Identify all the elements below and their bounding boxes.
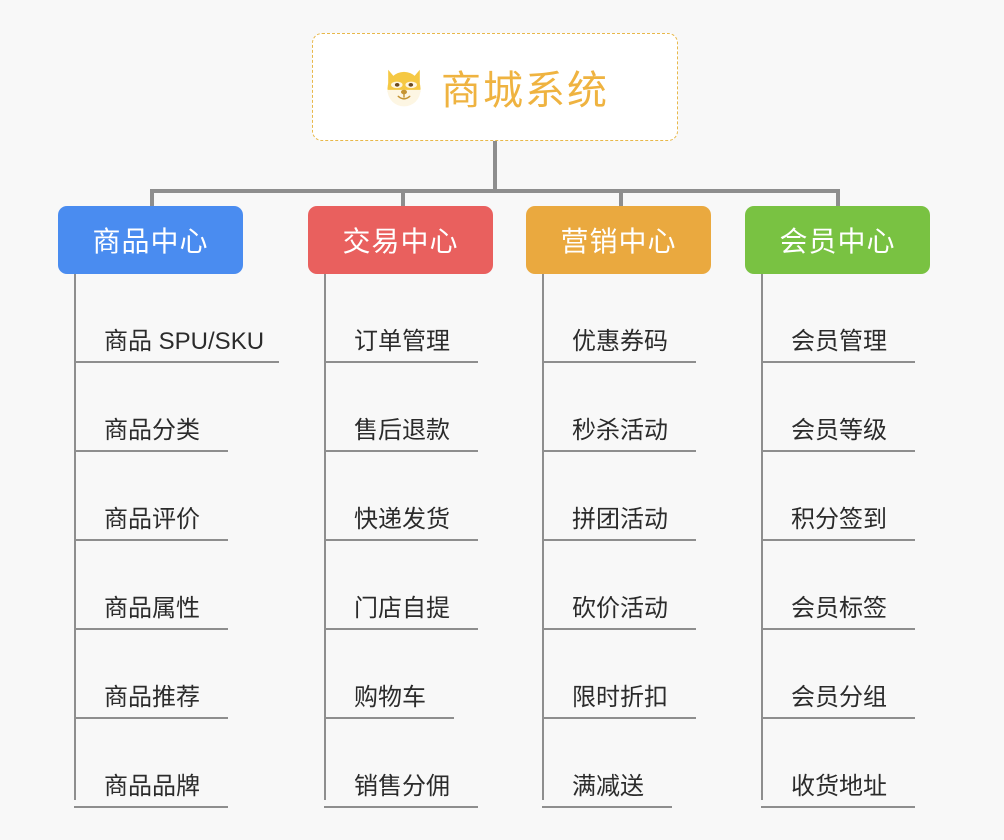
connector-drop-4 bbox=[836, 189, 840, 207]
root-node[interactable]: 商城系统 bbox=[312, 33, 678, 141]
leaf-item[interactable]: 积分签到 bbox=[761, 452, 915, 541]
connector-drop-1 bbox=[150, 189, 154, 207]
leaf-label: 拼团活动 bbox=[572, 505, 668, 533]
leaf-item[interactable]: 会员管理 bbox=[761, 274, 915, 363]
leaf-item[interactable]: 销售分佣 bbox=[324, 719, 478, 808]
leaf-label: 会员等级 bbox=[791, 416, 887, 444]
leaf-label: 订单管理 bbox=[354, 327, 450, 355]
leaf-label: 商品 SPU/SKU bbox=[104, 327, 265, 355]
branch-spine bbox=[324, 274, 326, 800]
leaf-item[interactable]: 快递发货 bbox=[324, 452, 478, 541]
branch-交易中心: 订单管理 售后退款 快递发货 门店自提 购物车 销售分佣 bbox=[324, 274, 524, 808]
category-label: 营销中心 bbox=[560, 226, 677, 257]
leaf-label: 满减送 bbox=[572, 772, 644, 800]
branch-spine bbox=[542, 274, 544, 800]
category-box-商品中心[interactable]: 商品中心 bbox=[58, 206, 243, 274]
leaf-label: 优惠券码 bbox=[572, 327, 668, 355]
leaf-label: 商品分类 bbox=[104, 416, 200, 444]
leaf-item[interactable]: 商品分类 bbox=[74, 363, 228, 452]
category-box-交易中心[interactable]: 交易中心 bbox=[308, 206, 493, 274]
root-title: 商城系统 bbox=[441, 69, 609, 113]
leaf-item[interactable]: 商品品牌 bbox=[74, 719, 228, 808]
leaf-item[interactable]: 砍价活动 bbox=[542, 541, 696, 630]
leaf-label: 会员分组 bbox=[791, 683, 887, 711]
branch-spine bbox=[74, 274, 76, 800]
leaf-label: 会员管理 bbox=[791, 327, 887, 355]
category-box-会员中心[interactable]: 会员中心 bbox=[745, 206, 930, 274]
leaf-item[interactable]: 商品推荐 bbox=[74, 630, 228, 719]
category-label: 商品中心 bbox=[92, 226, 209, 257]
leaf-item[interactable]: 优惠券码 bbox=[542, 274, 696, 363]
connector-root-stem bbox=[493, 141, 497, 191]
leaf-item[interactable]: 秒杀活动 bbox=[542, 363, 696, 452]
leaf-item[interactable]: 商品属性 bbox=[74, 541, 228, 630]
leaf-label: 限时折扣 bbox=[572, 683, 668, 711]
leaf-item[interactable]: 门店自提 bbox=[324, 541, 478, 630]
category-label: 会员中心 bbox=[779, 226, 896, 257]
leaf-label: 会员标签 bbox=[791, 594, 887, 622]
branch-营销中心: 优惠券码 秒杀活动 拼团活动 砍价活动 限时折扣 满减送 bbox=[542, 274, 742, 808]
category-box-营销中心[interactable]: 营销中心 bbox=[526, 206, 711, 274]
leaf-item[interactable]: 商品评价 bbox=[74, 452, 228, 541]
leaf-label: 销售分佣 bbox=[354, 772, 450, 800]
leaf-item[interactable]: 会员分组 bbox=[761, 630, 915, 719]
connector-drop-3 bbox=[619, 189, 623, 207]
leaf-item[interactable]: 限时折扣 bbox=[542, 630, 696, 719]
leaf-label: 商品属性 bbox=[104, 594, 200, 622]
branch-spine bbox=[761, 274, 763, 800]
leaf-item[interactable]: 会员标签 bbox=[761, 541, 915, 630]
connector-trunk-bar bbox=[150, 189, 840, 193]
leaf-label: 积分签到 bbox=[791, 505, 887, 533]
leaf-item[interactable]: 购物车 bbox=[324, 630, 454, 719]
leaf-label: 售后退款 bbox=[354, 416, 450, 444]
leaf-label: 商品评价 bbox=[104, 505, 200, 533]
leaf-label: 商品推荐 bbox=[104, 683, 200, 711]
leaf-label: 砍价活动 bbox=[572, 594, 668, 622]
leaf-label: 快递发货 bbox=[354, 505, 450, 533]
leaf-label: 购物车 bbox=[354, 683, 426, 711]
leaf-label: 秒杀活动 bbox=[572, 416, 668, 444]
leaf-item[interactable]: 订单管理 bbox=[324, 274, 478, 363]
connector-drop-2 bbox=[401, 189, 405, 207]
branch-商品中心: 商品 SPU/SKU 商品分类 商品评价 商品属性 商品推荐 商品品牌 bbox=[74, 274, 294, 808]
shiba-dog-face-icon bbox=[381, 64, 427, 110]
leaf-item[interactable]: 满减送 bbox=[542, 719, 672, 808]
leaf-item[interactable]: 收货地址 bbox=[761, 719, 915, 808]
leaf-label: 收货地址 bbox=[791, 772, 887, 800]
leaf-label: 商品品牌 bbox=[104, 772, 200, 800]
leaf-item[interactable]: 售后退款 bbox=[324, 363, 478, 452]
category-label: 交易中心 bbox=[342, 226, 459, 257]
branch-会员中心: 会员管理 会员等级 积分签到 会员标签 会员分组 收货地址 bbox=[761, 274, 961, 808]
leaf-item[interactable]: 商品 SPU/SKU bbox=[74, 274, 279, 363]
leaf-item[interactable]: 拼团活动 bbox=[542, 452, 696, 541]
leaf-label: 门店自提 bbox=[354, 594, 450, 622]
leaf-item[interactable]: 会员等级 bbox=[761, 363, 915, 452]
